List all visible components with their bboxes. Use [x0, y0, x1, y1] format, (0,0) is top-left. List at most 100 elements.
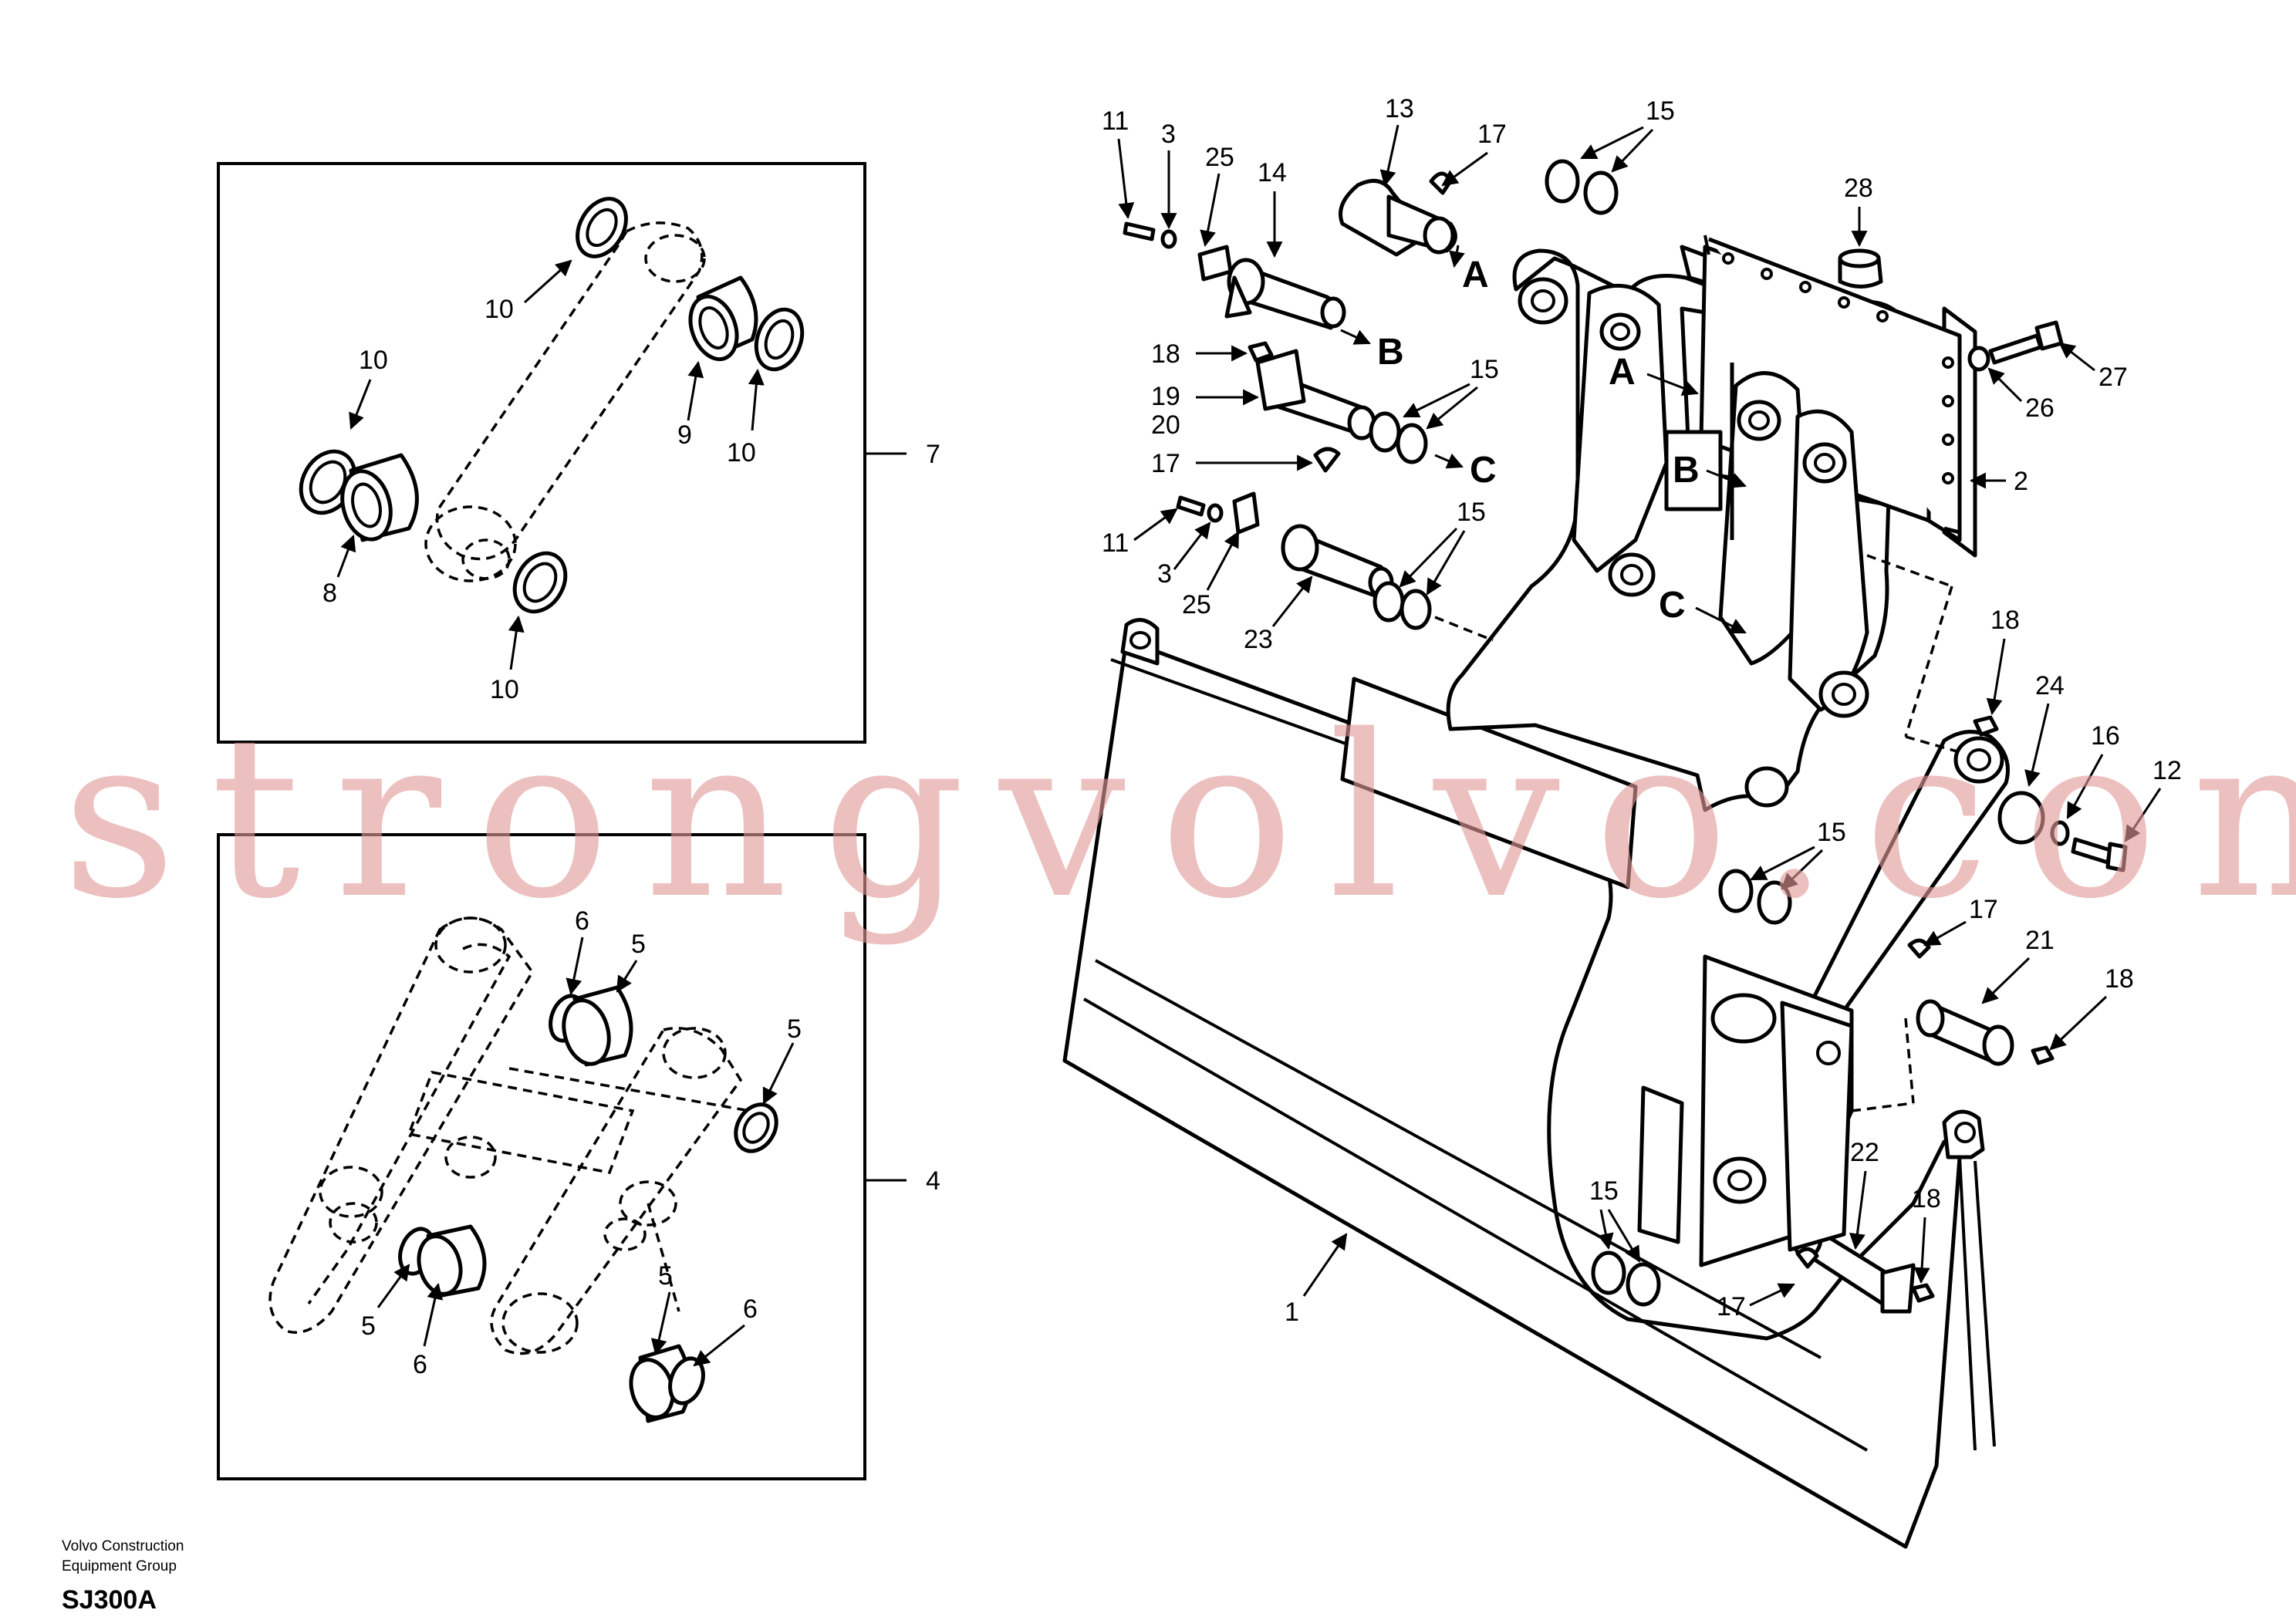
arrowhead-icon	[423, 1282, 444, 1347]
arrowhead-icon	[1646, 373, 1699, 397]
pin-letter-c-target: C	[1659, 585, 1686, 626]
arrowhead-icon	[2024, 703, 2050, 788]
arrowhead-icon	[1399, 527, 1458, 588]
pin-icon	[1255, 349, 1376, 440]
bushing-icon	[340, 453, 419, 542]
arrowhead-icon	[1133, 508, 1178, 542]
label-17: 17	[1717, 1292, 1746, 1321]
pin-letter-a-target: A	[1609, 352, 1636, 393]
pin-letter-c: C	[1470, 450, 1497, 491]
arrowhead-icon	[1706, 469, 1747, 488]
bolt-icon	[1123, 221, 1206, 517]
arrowhead-icon	[616, 960, 638, 993]
arrowhead-icon	[693, 1324, 745, 1367]
arrowhead-icon	[1434, 453, 1464, 469]
footer-company-line2: Equipment Group	[62, 1558, 177, 1574]
arrowhead-icon	[508, 615, 525, 670]
bolt-icon	[1988, 320, 2064, 365]
pin-letter-b-target: B	[1673, 450, 1700, 491]
label-25: 25	[1205, 143, 1234, 172]
arrowhead-icon	[1981, 957, 2031, 1004]
nut-icon	[1248, 341, 2055, 1303]
main-assembly: 11 3 25 14 13 17 15 28 27 26 2 18 19 20 …	[1062, 94, 2182, 1549]
label-18: 18	[1151, 339, 1180, 369]
keeper-plate-icon	[1197, 245, 1260, 535]
link-rod	[1811, 730, 2010, 1023]
arrowhead-icon	[2049, 995, 2108, 1051]
bushing-icon	[562, 985, 633, 1067]
arrowhead-icon	[1987, 367, 2023, 403]
arrowhead-icon	[349, 379, 372, 430]
pin-letter-b: B	[1377, 332, 1404, 373]
arrowhead-icon	[1986, 638, 2006, 716]
label-2: 2	[2014, 467, 2028, 496]
arrowhead-icon	[748, 368, 765, 431]
arrowhead-icon	[1849, 1170, 1867, 1250]
label-11: 11	[1102, 106, 1129, 136]
label-6: 6	[743, 1294, 758, 1324]
seal-ring-icon	[754, 307, 805, 372]
arrowhead-icon	[1923, 920, 1967, 947]
drawing-code: SJ300A	[62, 1585, 157, 1615]
arrowhead-icon	[566, 937, 584, 996]
arrowhead-icon	[1117, 138, 1135, 220]
label-10: 10	[485, 295, 514, 324]
arrowhead-icon	[2058, 342, 2095, 372]
arrowhead-icon	[376, 1264, 410, 1308]
arrowhead-icon	[1750, 845, 1815, 881]
callout-7: 7	[926, 440, 940, 469]
label-6: 6	[575, 906, 589, 936]
arrowhead-icon	[1302, 1233, 1348, 1297]
label-21: 21	[2025, 926, 2055, 955]
label-14: 14	[1258, 158, 1287, 187]
watermark: strongvolvo.com	[62, 688, 2296, 948]
pin-icon	[1281, 524, 1394, 600]
arrowhead-icon	[1611, 128, 1654, 173]
arrowhead-icon	[1913, 1217, 1930, 1284]
label-17: 17	[1151, 449, 1180, 478]
arrowhead-icon	[336, 535, 356, 578]
arrowhead-icon	[1580, 126, 1644, 160]
label-16: 16	[2091, 721, 2120, 751]
lower-bracket	[1699, 954, 1854, 1267]
arrowhead-icon	[650, 1291, 671, 1356]
pin-icon	[1791, 1217, 1916, 1314]
label-27: 27	[2098, 363, 2128, 392]
link-arm-outline	[424, 221, 706, 582]
washer-icon	[1997, 791, 2045, 845]
arrowhead-icon	[1441, 151, 1488, 187]
label-23: 23	[1244, 625, 1273, 654]
arrowhead-icon	[1607, 1209, 1641, 1263]
arrowhead-icon	[1781, 849, 1824, 890]
label-15: 15	[1817, 818, 1846, 847]
label-10: 10	[727, 438, 756, 467]
arrowhead-icon	[2066, 754, 2104, 819]
seal-ring-icon	[576, 197, 628, 258]
label-15: 15	[1646, 96, 1675, 126]
arrowhead-icon	[687, 360, 704, 421]
arrowhead-icon	[1403, 383, 1470, 418]
label-17: 17	[1477, 120, 1507, 149]
label-15: 15	[1457, 498, 1486, 527]
label-20: 20	[1151, 410, 1180, 440]
arrowhead-icon	[1426, 530, 1466, 596]
arrowhead-icon	[1449, 245, 1465, 268]
dozer-blade	[1062, 618, 1996, 1549]
label-11: 11	[1102, 528, 1129, 558]
label-1: 1	[1285, 1298, 1299, 1327]
washer-icon	[1160, 229, 1224, 523]
label-18: 18	[1912, 1184, 1941, 1213]
washer-icon	[1967, 346, 1990, 372]
footer-company-line1: Volvo Construction	[62, 1538, 184, 1554]
arrowhead-icon	[1340, 329, 1371, 345]
label-28: 28	[1844, 174, 1873, 203]
label-5: 5	[631, 930, 646, 959]
label-5: 5	[787, 1014, 802, 1044]
arrowhead-icon	[1206, 531, 1240, 591]
seal-ring-icon	[734, 1102, 778, 1153]
label-15: 15	[1470, 355, 1499, 384]
label-6: 6	[413, 1350, 427, 1379]
label-5: 5	[658, 1261, 673, 1291]
detail-frame-4	[217, 833, 866, 1480]
label-17: 17	[1969, 895, 1998, 924]
